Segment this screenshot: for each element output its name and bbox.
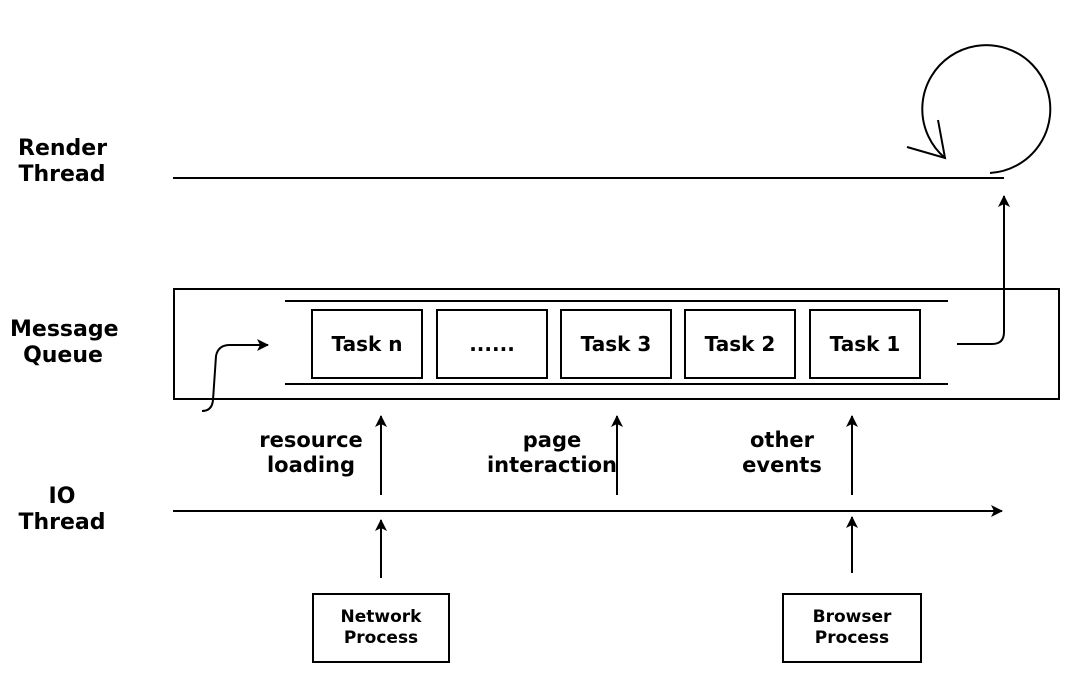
task-label: ...... <box>469 331 515 356</box>
task-label: Task 3 <box>580 331 652 356</box>
task-box: Task 2 <box>684 309 796 379</box>
message-queue-label: Message Queue <box>10 317 119 370</box>
task-label: Task n <box>331 331 403 356</box>
io-thread-label-line1: IO <box>48 484 76 509</box>
page-interaction-label: page interaction <box>478 428 626 478</box>
browser-process-label-line2: Process <box>814 628 890 648</box>
render-thread-label-line1: Render <box>18 136 108 161</box>
network-process-label-line1: Network <box>340 606 422 627</box>
page-interaction-label-line2: interaction <box>486 453 618 478</box>
io-thread-label: IO Thread <box>18 484 106 537</box>
task-label: Task 2 <box>704 331 776 356</box>
network-process-label-line2: Process <box>343 628 419 648</box>
task-box: ...... <box>436 309 548 379</box>
browser-process-label-line1: Browser <box>812 606 892 627</box>
other-events-label-line2: events <box>742 453 822 478</box>
browser-process-label: Browser Process <box>813 607 892 650</box>
render-thread-label-line2: Thread <box>18 162 106 188</box>
render-thread-label: Render Thread <box>18 136 108 189</box>
render-loop-arrowhead <box>906 119 947 160</box>
task-box: Task 3 <box>560 309 672 379</box>
message-queue-label-line1: Message <box>10 317 119 342</box>
io-thread-label-line2: Thread <box>18 510 106 536</box>
render-loop-circle <box>921 44 1052 174</box>
other-events-label-line1: other <box>749 428 814 452</box>
task-label: Task 1 <box>829 331 901 356</box>
resource-loading-label: resource loading <box>246 428 376 478</box>
task-box: Task 1 <box>809 309 921 379</box>
browser-process-box: Browser Process <box>782 593 922 663</box>
page-interaction-label-line1: page <box>522 428 582 452</box>
queue-to-render-arrow <box>957 195 1010 345</box>
resource-loading-label-line1: resource <box>259 428 363 452</box>
network-process-label: Network Process <box>341 607 422 650</box>
task-box: Task n <box>311 309 423 379</box>
resource-loading-label-line2: loading <box>266 453 355 478</box>
queue-entry-arrow <box>201 339 269 412</box>
message-queue-label-line2: Queue <box>23 343 103 369</box>
network-process-box: Network Process <box>312 593 450 663</box>
message-queue-box <box>173 288 1060 400</box>
other-events-label: other events <box>726 428 838 478</box>
